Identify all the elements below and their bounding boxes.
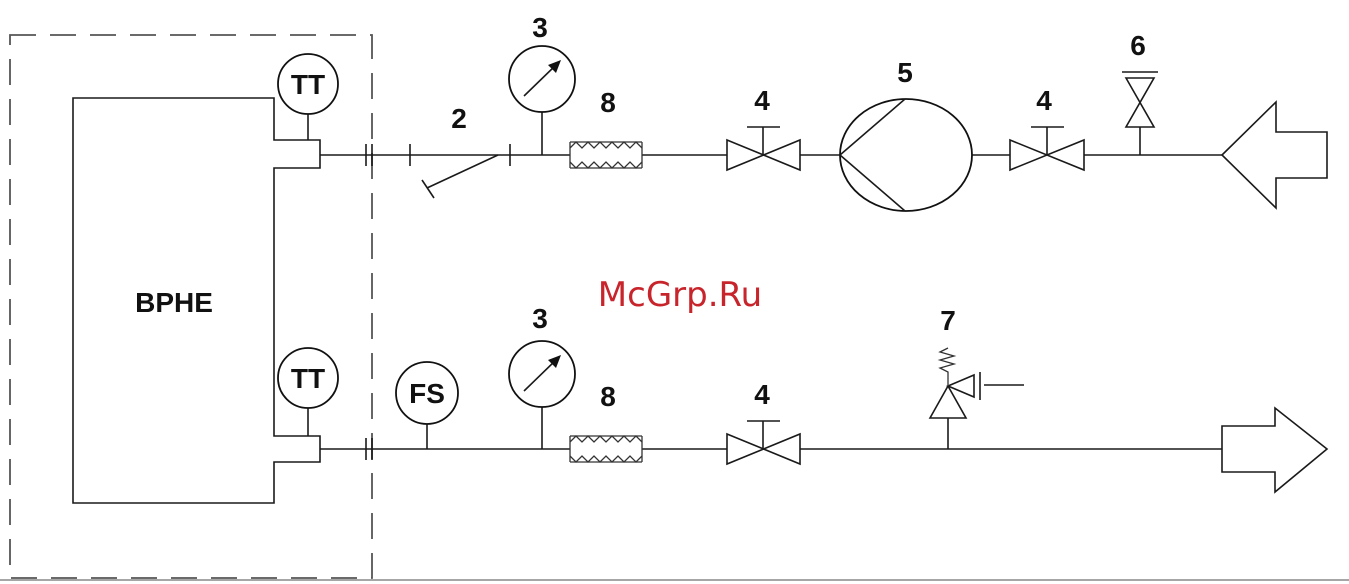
label-3-bottom: 3 <box>532 303 548 334</box>
watermark-text: McGrp.Ru <box>598 275 762 315</box>
gate-valve-icon <box>727 127 800 170</box>
strainer-2 <box>422 155 498 198</box>
label-2: 2 <box>451 103 467 134</box>
label-6: 6 <box>1130 30 1146 61</box>
gate-valve-icon <box>727 421 800 464</box>
flex-hose-icon <box>570 436 642 462</box>
label-3-top: 3 <box>532 12 548 43</box>
tt-bottom-label: TT <box>291 363 325 394</box>
top-pipeline <box>320 144 1222 166</box>
pump-icon <box>840 99 972 211</box>
label-8-top: 8 <box>600 87 616 118</box>
label-7: 7 <box>940 305 956 336</box>
inlet-arrow-icon <box>1222 102 1327 208</box>
safety-valve-icon <box>930 348 1024 449</box>
label-8-bottom: 8 <box>600 381 616 412</box>
tt-top-label: TT <box>291 69 325 100</box>
label-4-a: 4 <box>754 85 770 116</box>
flex-hose-icon <box>570 142 642 168</box>
bottom-pipeline <box>320 438 1222 460</box>
vent-valve-icon <box>1122 72 1158 155</box>
label-5: 5 <box>897 57 913 88</box>
outlet-arrow-icon <box>1222 408 1327 492</box>
label-4-b: 4 <box>1036 85 1052 116</box>
label-4-c: 4 <box>754 379 770 410</box>
pressure-gauge-icon <box>509 341 575 449</box>
fs-label: FS <box>409 378 445 409</box>
bphe-label: BPHE <box>135 287 213 318</box>
gate-valve-icon <box>1010 127 1084 170</box>
pressure-gauge-icon <box>509 46 575 155</box>
